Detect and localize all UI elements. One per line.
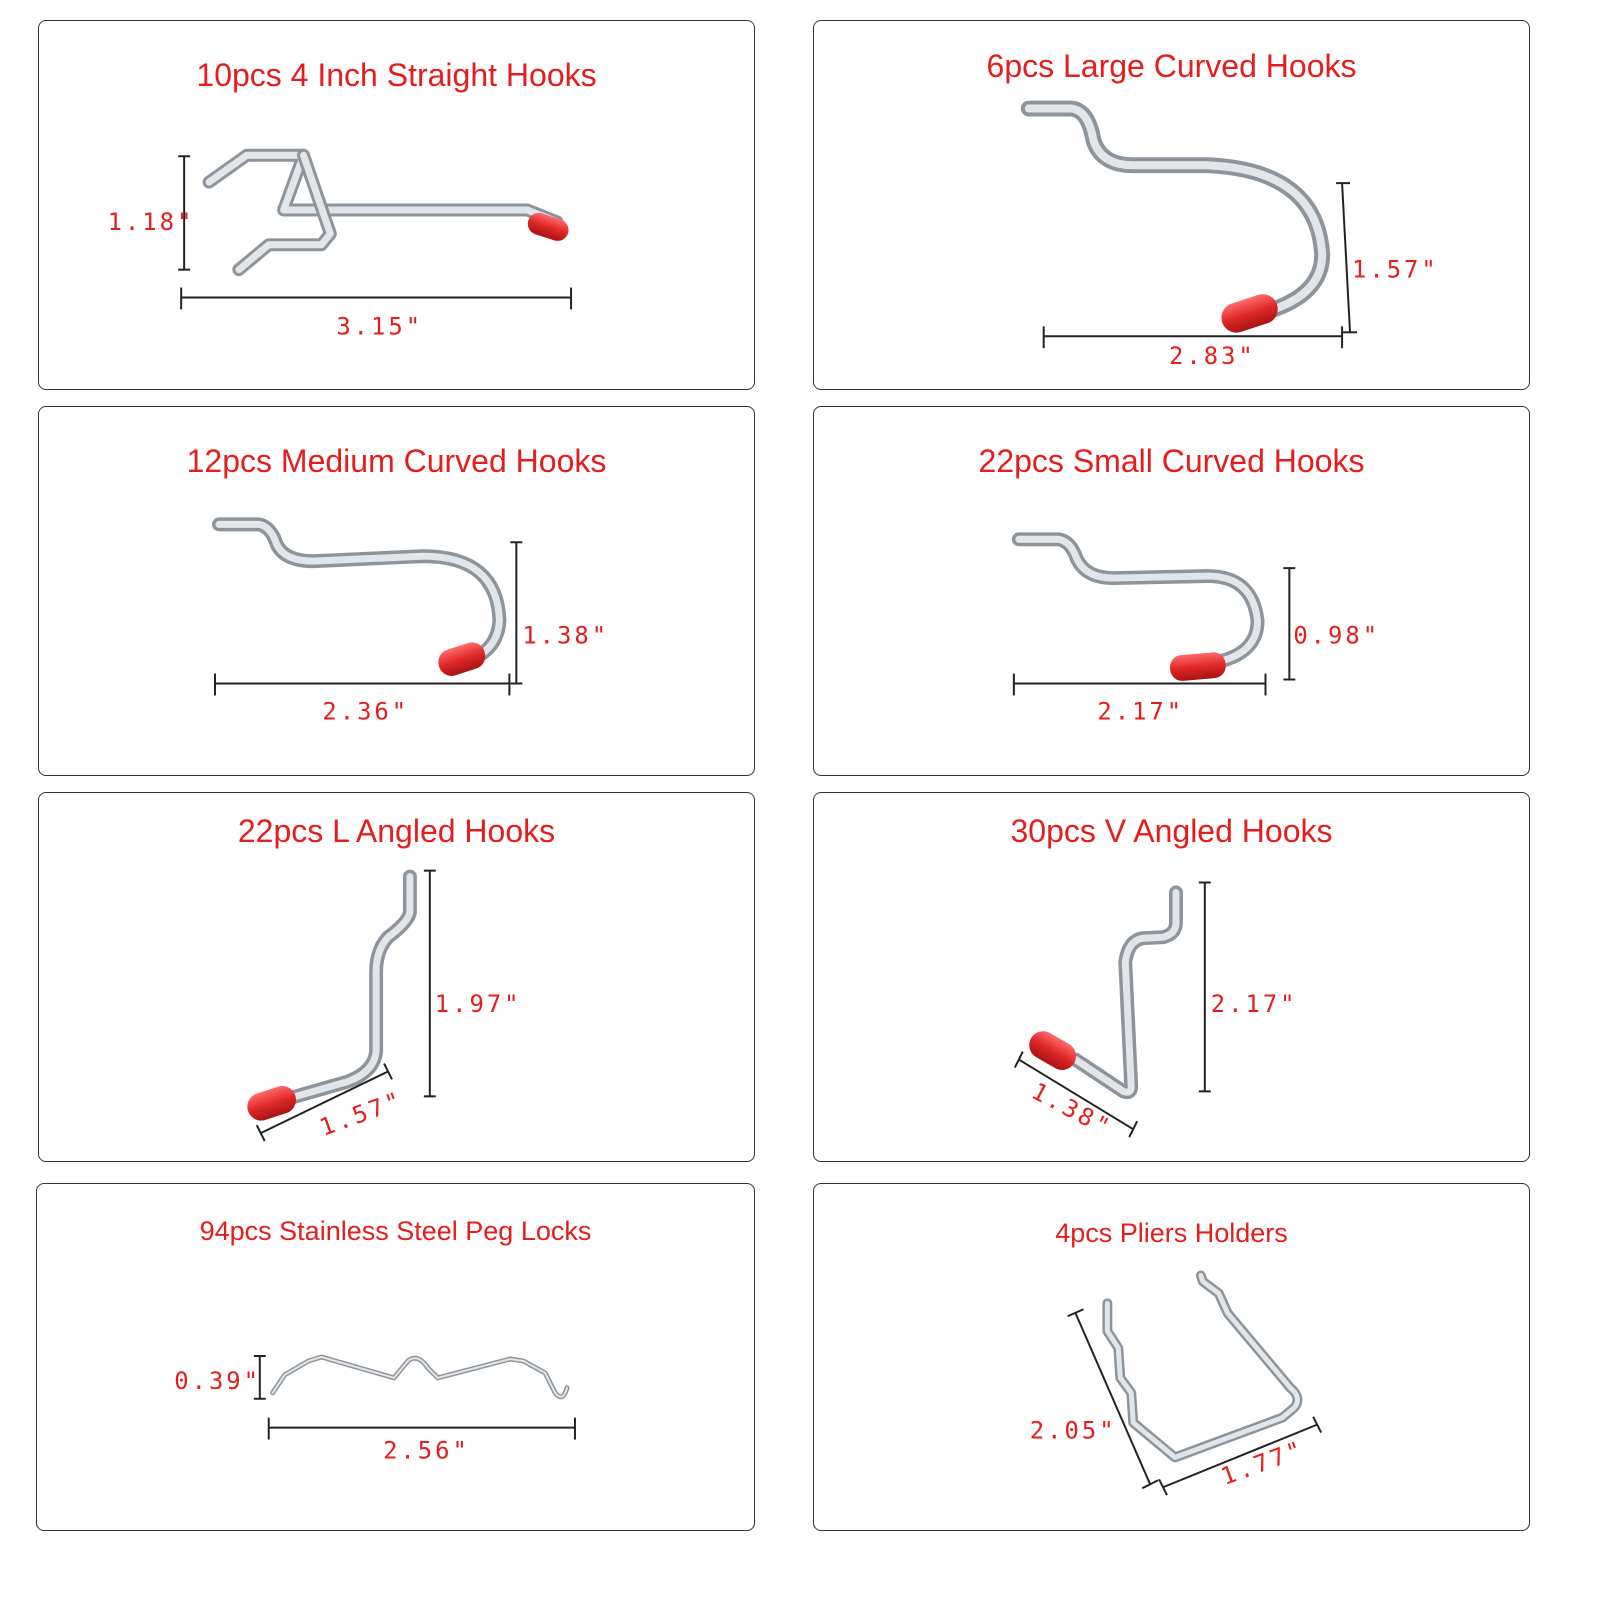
straight-hook-image: 1.18" 3.15"	[108, 148, 573, 340]
height-label: 1.18"	[108, 208, 195, 236]
panel-pliers-holders: 4pcs Pliers Holders 2.05" 1.77"	[813, 1183, 1530, 1531]
pliers-holder-image: 2.05" 1.77"	[1030, 1270, 1323, 1496]
width-label: 2.56"	[383, 1436, 470, 1464]
measure-height	[1336, 182, 1357, 334]
panel-large-curved-hooks: 6pcs Large Curved Hooks 1.57" 2.83"	[813, 20, 1530, 390]
height-label: 2.17"	[1211, 990, 1298, 1018]
panel-straight-hooks: 10pcs 4 Inch Straight Hooks 1.18" 3.15"	[38, 20, 755, 390]
measure-height	[423, 869, 436, 1098]
small-curved-hook-image: 0.98" 2.17"	[1011, 532, 1380, 725]
measure-width	[213, 673, 511, 696]
measure-width	[1042, 326, 1344, 349]
v-angled-hook-image: 2.17" 1.38"	[1013, 881, 1298, 1142]
height-label: 0.98"	[1293, 622, 1380, 650]
width-label: 1.77"	[1217, 1435, 1308, 1491]
red-cap-icon	[1221, 294, 1278, 333]
panel-title: 10pcs 4 Inch Straight Hooks	[196, 57, 597, 93]
red-cap-icon	[1169, 652, 1226, 681]
large-curved-hook-image: 1.57" 2.83"	[1020, 100, 1439, 370]
measure-diagonal	[1013, 1051, 1139, 1138]
red-cap-icon	[438, 642, 486, 676]
width-label: 2.17"	[1097, 697, 1184, 725]
hook-wire	[202, 148, 564, 277]
panel-title: 30pcs V Angled Hooks	[1010, 813, 1333, 849]
measure-width	[180, 287, 573, 310]
measure-height	[510, 541, 523, 685]
red-cap-icon	[1029, 1031, 1077, 1070]
measure-height	[253, 1355, 266, 1400]
red-cap-icon	[247, 1086, 297, 1121]
panel-title: 6pcs Large Curved Hooks	[986, 48, 1357, 84]
panel-v-angled-hooks: 30pcs V Angled Hooks 2.17" 1.38"	[813, 792, 1530, 1162]
red-cap-icon	[527, 212, 569, 241]
width-label: 2.83"	[1169, 342, 1256, 370]
measure-height	[178, 155, 191, 271]
measure-width	[1012, 673, 1267, 696]
diagonal-label: 1.38"	[1027, 1077, 1117, 1142]
panel-l-angled-hooks: 22pcs L Angled Hooks 1.97" 1.57"	[38, 792, 755, 1162]
measure-height	[1198, 881, 1211, 1093]
height-label: 0.39"	[174, 1367, 261, 1395]
panel-small-curved-hooks: 22pcs Small Curved Hooks 0.98" 2.17"	[813, 406, 1530, 776]
l-angled-hook-image: 1.97" 1.57"	[247, 869, 522, 1142]
panel-title: 12pcs Medium Curved Hooks	[186, 443, 607, 479]
height-label: 1.38"	[522, 622, 609, 650]
panel-medium-curved-hooks: 12pcs Medium Curved Hooks 1.38" 2.36"	[38, 406, 755, 776]
measure-diagonal	[255, 1063, 393, 1142]
panel-title: 94pcs Stainless Steel Peg Locks	[199, 1216, 592, 1246]
height-label: 2.05"	[1030, 1417, 1117, 1445]
measure-diagonal-right	[1158, 1416, 1323, 1496]
measure-diagonal-left	[1067, 1308, 1159, 1490]
measure-width	[267, 1417, 576, 1440]
height-label: 1.97"	[435, 990, 522, 1018]
panel-title: 22pcs Small Curved Hooks	[978, 443, 1365, 479]
panel-title: 4pcs Pliers Holders	[1055, 1218, 1288, 1248]
panel-title: 22pcs L Angled Hooks	[237, 813, 556, 849]
width-label: 3.15"	[336, 312, 423, 340]
diagonal-label: 1.57"	[316, 1086, 407, 1142]
medium-curved-hook-image: 1.38" 2.36"	[212, 517, 609, 725]
peg-lock-image: 0.39" 2.56"	[174, 1354, 576, 1464]
panel-peg-locks: 94pcs Stainless Steel Peg Locks 0.39" 2.…	[36, 1183, 755, 1531]
width-label: 2.36"	[322, 697, 409, 725]
measure-height	[1283, 567, 1296, 681]
height-label: 1.57"	[1352, 256, 1439, 284]
